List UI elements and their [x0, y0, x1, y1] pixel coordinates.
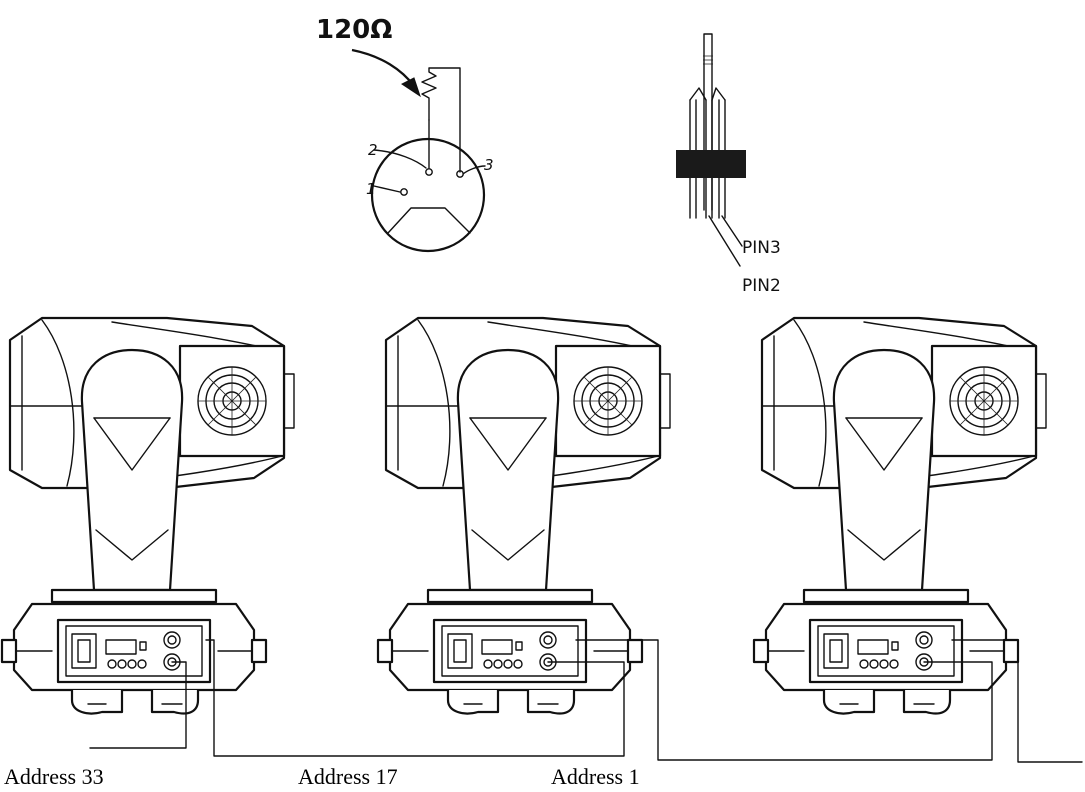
pin-2-callout [373, 149, 427, 169]
pin-3-callout [462, 165, 486, 175]
moving-head-fixture-2 [376, 316, 672, 715]
dmx-cable-terminator [89, 661, 187, 749]
wiring-illustration: PIN3 PIN2 [676, 33, 781, 296]
resistor-bands [703, 55, 713, 65]
pin3-label: PIN3 [742, 238, 781, 258]
pin-1-callout [373, 185, 401, 193]
pin3-callout-line [721, 215, 743, 247]
pin-2-number: 2 [368, 141, 378, 159]
fixture-address-label-3: Address 1 [551, 764, 640, 789]
pin2-callout-line [708, 215, 741, 267]
xlr-terminator-diagram: 120Ω 1 2 3 [316, 15, 494, 253]
pin-1-number: 1 [366, 180, 376, 198]
resistor-pointer-arrow [351, 48, 415, 87]
xlr-connector-body [370, 137, 486, 253]
dmx-cable-fixture-1-to-2 [205, 639, 625, 757]
xlr-pin-1 [400, 188, 408, 196]
dmx-cable-fixture-2-to-3 [575, 639, 993, 761]
fixture-address-label-1: Address 33 [4, 764, 104, 789]
pin2-label: PIN2 [742, 276, 781, 296]
resistor-value-label: 120Ω [316, 15, 392, 45]
moving-head-fixture-3 [752, 316, 1048, 715]
wire-top-join [689, 87, 726, 101]
pin-3-number: 3 [484, 156, 494, 174]
dmx-cable-input [951, 639, 1083, 763]
resistor-pointer-arrowhead [401, 77, 421, 98]
fixture-address-label-2: Address 17 [298, 764, 398, 789]
xlr-pin-2 [425, 168, 433, 176]
resistor-symbol [421, 67, 461, 173]
heat-shrink-sleeve [676, 150, 746, 178]
moving-head-fixture-1 [0, 316, 296, 715]
xlr-key-outline [387, 207, 471, 234]
